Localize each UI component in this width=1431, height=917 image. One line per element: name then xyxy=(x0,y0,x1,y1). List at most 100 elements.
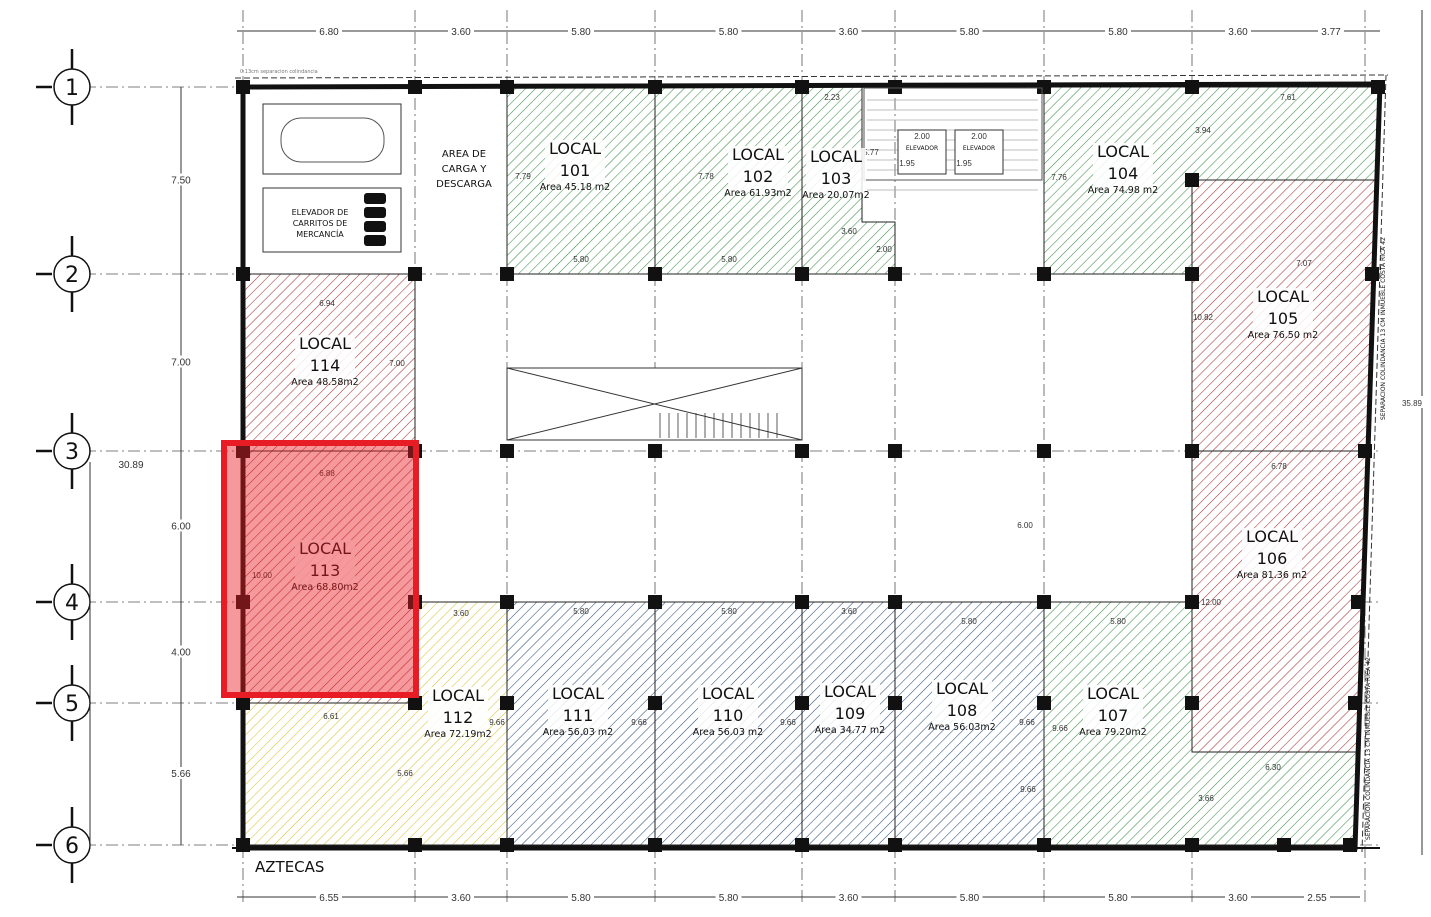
column xyxy=(1185,595,1199,609)
dim-bg xyxy=(1105,891,1131,903)
dim-bg xyxy=(956,891,983,903)
column xyxy=(888,80,902,94)
inner-dimension: 7.78 xyxy=(698,172,714,181)
label-backdrop xyxy=(428,687,488,733)
inner-dimension: 3.60 xyxy=(453,609,469,618)
label-backdrop xyxy=(728,146,788,192)
local-area: Area 76.50 m2 xyxy=(1248,330,1318,341)
dim-bg xyxy=(168,355,194,368)
dim-bg xyxy=(1225,25,1251,37)
dim-bg xyxy=(168,173,194,186)
grid-label: 6 xyxy=(65,834,79,859)
local-area: Area 45.18 m2 xyxy=(540,182,610,193)
inner-dimension: 2.23 xyxy=(824,93,840,102)
column xyxy=(500,444,514,458)
dimension-top: 5.80 xyxy=(571,27,591,38)
dim-bg xyxy=(118,458,144,470)
column xyxy=(1037,838,1051,852)
inner-dimension: 5.80 xyxy=(1110,617,1126,626)
column xyxy=(795,595,809,609)
highlight xyxy=(221,440,419,698)
column xyxy=(648,595,662,609)
inner-dimension: 6.94 xyxy=(319,299,335,308)
grid-label: 4 xyxy=(65,591,79,616)
grid-label: 2 xyxy=(65,263,79,288)
inner-dimension: 9.66 xyxy=(780,718,796,727)
local-area: Area 79.20m2 xyxy=(1079,727,1146,738)
column xyxy=(648,696,662,710)
inner-dimension: 6.88 xyxy=(319,469,335,478)
local-number: 109 xyxy=(835,704,866,723)
elevator xyxy=(897,129,947,175)
dimension-bottom: 3.60 xyxy=(451,893,471,904)
dimension-top: 3.77 xyxy=(1321,27,1341,38)
column xyxy=(236,267,250,281)
local-title: LOCAL xyxy=(299,334,351,353)
column xyxy=(500,696,514,710)
column xyxy=(236,696,250,710)
label-backdrop xyxy=(1083,685,1143,731)
inner-dimension: 6.78 xyxy=(1271,462,1287,471)
local-number: 112 xyxy=(443,708,474,727)
dim-bg xyxy=(568,891,594,903)
dimension-bottom: 2.55 xyxy=(1307,893,1327,904)
inner-dimension: 10.82 xyxy=(1193,313,1214,322)
dim-bg xyxy=(1304,891,1330,903)
column xyxy=(236,444,250,458)
column xyxy=(408,696,422,710)
grid-bubble xyxy=(53,68,91,106)
dim-bg xyxy=(168,767,194,779)
dim-bg xyxy=(1318,25,1344,37)
dimension-top: 5.80 xyxy=(1108,27,1128,38)
dimension-top: 5.80 xyxy=(719,27,739,38)
local-number: 107 xyxy=(1098,706,1129,725)
label-backdrop xyxy=(698,685,758,731)
column xyxy=(888,267,902,281)
local-title: LOCAL xyxy=(732,145,784,164)
cart-icon xyxy=(364,221,386,232)
loading-area-label: DESCARGA xyxy=(436,179,492,190)
dimension-left: 7.00 xyxy=(171,358,191,369)
dimension-bottom: 6.55 xyxy=(319,893,339,904)
label-backdrop xyxy=(548,685,608,731)
inner-dimension: 3.60 xyxy=(841,227,857,236)
inner-dimension: 5.80 xyxy=(961,617,977,626)
highlight-border-local-113 xyxy=(221,440,419,698)
inner-dimension: 9.66 xyxy=(1052,724,1068,733)
column xyxy=(1037,595,1051,609)
local-number: 108 xyxy=(947,701,978,720)
dim-bg xyxy=(835,25,862,37)
column xyxy=(408,80,422,94)
label-backdrop xyxy=(545,140,605,186)
cart-elevator-label: CARRITOS DE xyxy=(293,219,348,228)
dimension-total-right: 35.89 xyxy=(1402,399,1423,408)
column xyxy=(1037,444,1051,458)
inner-dimension: 6.61 xyxy=(323,712,339,721)
column xyxy=(1277,838,1291,852)
column xyxy=(500,595,514,609)
cart-elevator-label: ELEVADOR DE xyxy=(292,208,349,217)
dim-bg xyxy=(448,891,474,903)
column xyxy=(1037,696,1051,710)
dimension-top: 3.60 xyxy=(839,27,859,38)
dimension-left: 7.50 xyxy=(171,176,191,187)
local-title: LOCAL xyxy=(702,684,754,703)
column xyxy=(648,444,662,458)
column xyxy=(500,838,514,852)
local-number: 113 xyxy=(310,561,341,580)
grid-label: 1 xyxy=(65,76,79,101)
dim-bg xyxy=(1105,25,1131,37)
inner-dimension: 12.00 xyxy=(1201,598,1222,607)
loading-area-label: AREA DE xyxy=(442,149,486,160)
cart-elevator-label: MERCANCÍA xyxy=(296,228,344,239)
dimension-top: 3.60 xyxy=(451,27,471,38)
